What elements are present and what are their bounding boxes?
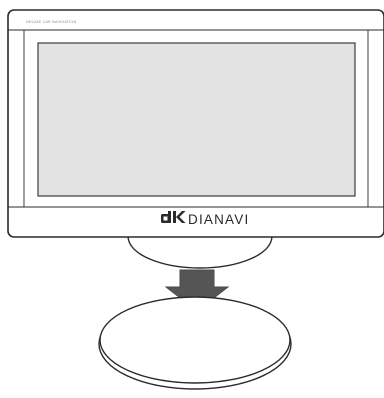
- mount-base: [99, 296, 291, 384]
- device-printed-note: DELUXE CAR NAVIGATION: [26, 20, 77, 24]
- stand-neck: [127, 235, 273, 269]
- brand-logo-icon: [160, 210, 186, 230]
- display-screen: [37, 42, 356, 197]
- brand-name: DIANAVI: [188, 212, 250, 228]
- brand-badge: DIANAVI: [160, 210, 250, 230]
